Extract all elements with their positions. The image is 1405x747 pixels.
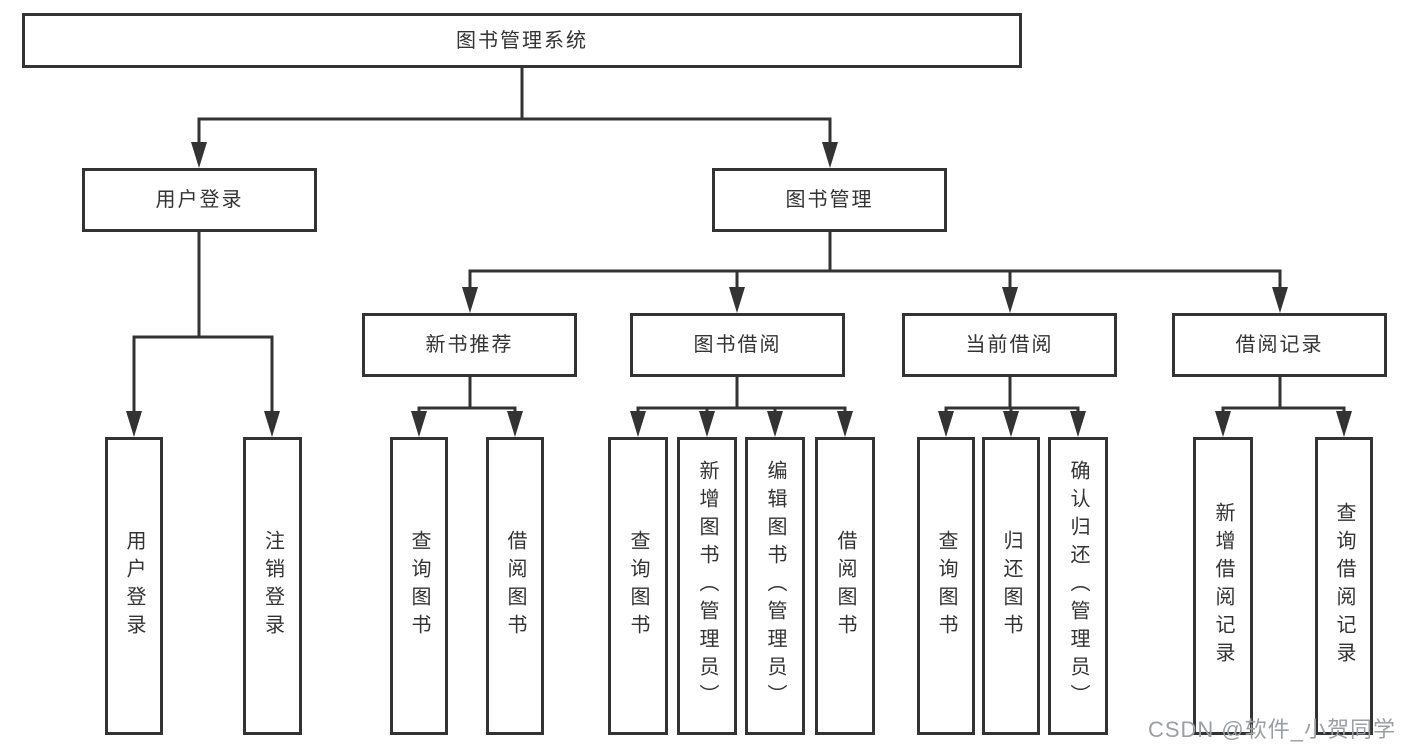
csdn-watermark: CSDN @软件_小贺同学 [1147,717,1396,742]
leaf-borrow-add-books-admin: 新增图书（管理员） [677,437,737,735]
node-borrowing-records: 借阅记录 [1172,313,1387,377]
leaf-borrow-borrow-books: 借阅图书 [815,437,875,735]
leaf-newbook-query-books: 查询图书 [390,437,448,735]
node-user-login: 用户登录 [82,168,317,232]
connector-paths [132,66,1346,419]
leaf-newbook-borrow-books: 借阅图书 [486,437,544,735]
node-book-management: 图书管理 [712,168,947,232]
leaf-records-add-record: 新增借阅记录 [1193,437,1253,735]
node-book-management-system: 图书管理系统 [22,13,1022,68]
leaf-user-login: 用户登录 [105,437,163,735]
leaf-current-confirm-return-admin: 确认归还（管理员） [1048,437,1108,735]
leaf-records-query-record: 查询借阅记录 [1315,437,1373,735]
leaf-borrow-query-books: 查询图书 [608,437,668,735]
leaf-current-query-books: 查询图书 [917,437,975,735]
arrowheads [126,142,1352,437]
leaf-current-return-books: 归还图书 [982,437,1040,735]
node-book-borrowing: 图书借阅 [630,313,845,377]
node-new-book-recommend: 新书推荐 [362,313,577,377]
node-current-borrowing: 当前借阅 [902,313,1117,377]
leaf-borrow-edit-books-admin: 编辑图书（管理员） [745,437,805,735]
leaf-logout: 注销登录 [243,437,302,735]
